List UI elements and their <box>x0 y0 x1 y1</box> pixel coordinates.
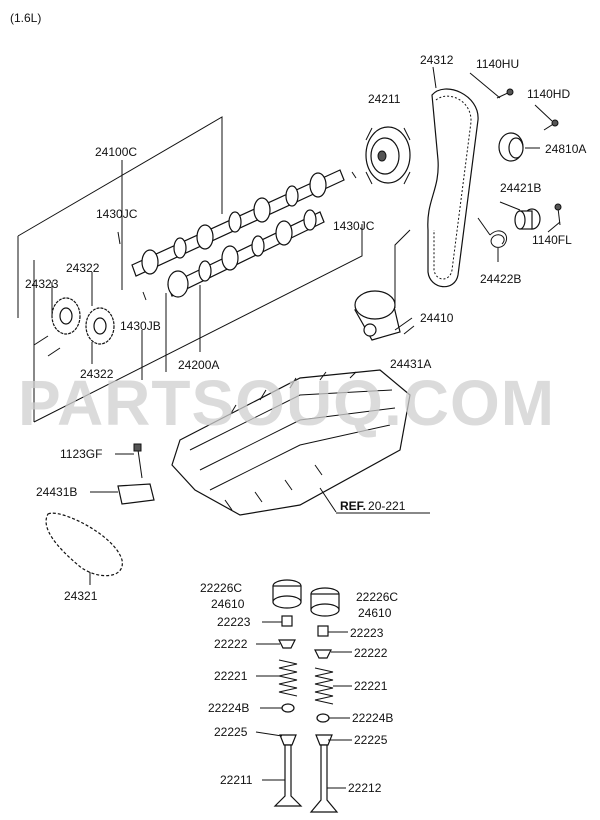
cam-gear-lower[interactable] <box>85 307 115 345</box>
bolt-24323[interactable] <box>33 335 49 346</box>
callout-frame <box>17 66 561 423</box>
bolt-1140fl[interactable] <box>554 203 562 226</box>
valve-leaders <box>255 621 352 789</box>
timing-chain[interactable] <box>45 512 123 585</box>
cam-gear-upper[interactable] <box>51 297 81 335</box>
label-22223-left[interactable]: 22223 <box>217 615 251 629</box>
watermark: PARTSOUQ.COM <box>18 367 555 439</box>
label-24323[interactable]: 24323 <box>25 277 59 291</box>
label-24421b[interactable]: 24421B <box>500 181 541 195</box>
idler-pulley[interactable] <box>498 132 524 162</box>
label-22224b-left[interactable]: 22224B <box>208 701 249 715</box>
label-24100c[interactable]: 24100C <box>95 145 137 159</box>
bolt-1140hu[interactable] <box>496 88 514 99</box>
label-24321[interactable]: 24321 <box>64 589 98 603</box>
label-24610-right[interactable]: 24610 <box>358 606 392 620</box>
label-24810a[interactable]: 24810A <box>545 142 586 156</box>
reference-prefix: REF. <box>340 499 366 513</box>
label-1430jc-right[interactable]: 1430JC <box>333 219 375 233</box>
label-1140fl[interactable]: 1140FL <box>532 233 572 247</box>
label-1430jb[interactable]: 1430JB <box>120 319 161 333</box>
label-22212[interactable]: 22212 <box>348 781 382 795</box>
label-1140hd[interactable]: 1140HD <box>527 87 570 101</box>
label-24322-bottom[interactable]: 24322 <box>80 367 114 381</box>
engine-variant-label: (1.6L) <box>10 11 41 25</box>
label-22221-right[interactable]: 22221 <box>354 679 388 693</box>
label-24211[interactable]: 24211 <box>368 92 401 106</box>
belt-tensioner[interactable] <box>354 290 401 341</box>
valve-train-right[interactable] <box>309 587 340 813</box>
pin-1430jb[interactable] <box>142 291 147 301</box>
cylinder-head[interactable] <box>171 369 411 516</box>
label-24200a[interactable]: 24200A <box>178 358 219 372</box>
label-24410[interactable]: 24410 <box>420 311 454 325</box>
ref-arrow <box>319 487 430 514</box>
label-22221-left[interactable]: 22221 <box>214 669 248 683</box>
label-22226c-left[interactable]: 22226C <box>200 581 242 595</box>
timing-belt[interactable] <box>427 88 479 288</box>
camshaft-sprocket[interactable] <box>365 126 411 185</box>
pin-1430jc-right[interactable] <box>351 171 357 179</box>
label-22223-right[interactable]: 22223 <box>350 626 384 640</box>
label-22225-right[interactable]: 22225 <box>354 733 388 747</box>
label-24431a[interactable]: 24431A <box>390 357 431 371</box>
tensioner-bushing[interactable] <box>514 208 541 230</box>
reference-code: 20-221 <box>368 499 406 513</box>
label-24431b[interactable]: 24431B <box>36 485 77 499</box>
label-22225-left[interactable]: 22225 <box>214 725 248 739</box>
label-24322-top[interactable]: 24322 <box>66 261 100 275</box>
bolt-24322-lower[interactable] <box>47 347 61 357</box>
part-labels: 24312 1140HU 1140HD 24211 24810A 24100C … <box>25 53 586 795</box>
bolt-1123gf[interactable] <box>133 443 143 479</box>
label-24422b[interactable]: 24422B <box>480 272 521 286</box>
label-22226c-right[interactable]: 22226C <box>356 590 398 604</box>
label-22222-right[interactable]: 22222 <box>354 646 388 660</box>
bolt-1140hd[interactable] <box>543 119 559 131</box>
bolt-24431a[interactable] <box>403 325 415 335</box>
chain-guide[interactable] <box>117 483 155 505</box>
label-1430jc-left[interactable]: 1430JC <box>96 207 138 221</box>
label-1140hu[interactable]: 1140HU <box>476 57 519 71</box>
label-24610-left[interactable]: 24610 <box>211 597 245 611</box>
reference-label[interactable]: REF.20-221 <box>340 499 406 513</box>
pin-1430jc-left[interactable] <box>117 231 121 245</box>
label-22224b-right[interactable]: 22224B <box>352 711 393 725</box>
valve-train-left[interactable] <box>272 579 303 807</box>
label-22222-left[interactable]: 22222 <box>214 637 248 651</box>
label-22211[interactable]: 22211 <box>220 773 253 787</box>
camshaft-exhaust[interactable] <box>167 209 325 298</box>
tensioner-spring[interactable] <box>477 217 508 248</box>
label-1123gf[interactable]: 1123GF <box>60 447 102 461</box>
label-24312[interactable]: 24312 <box>420 53 454 67</box>
camshaft-intake[interactable] <box>131 169 345 277</box>
